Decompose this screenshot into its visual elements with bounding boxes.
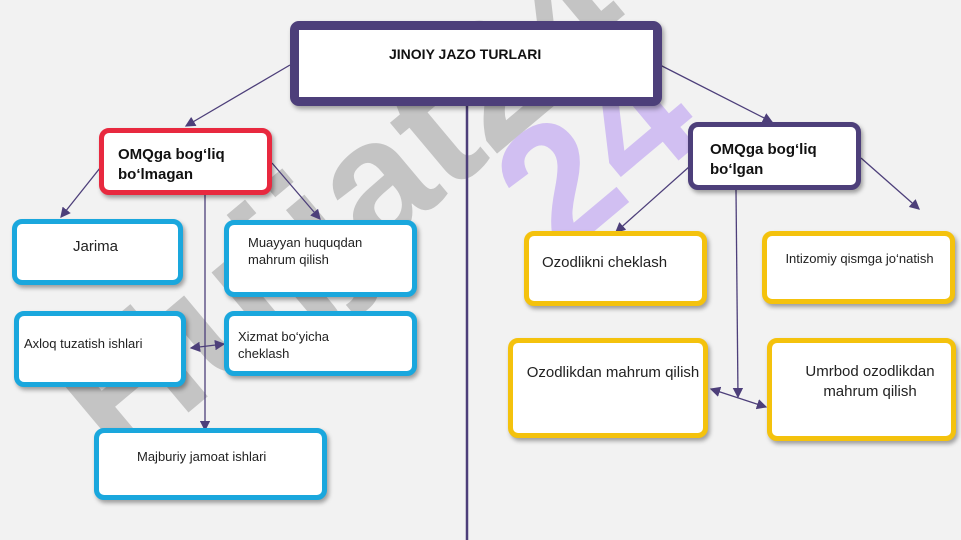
category-omq-label: OMQga bog‘liq bo‘lgan bbox=[710, 141, 817, 178]
item-ozodlikni-cheklash: Ozodlikni cheklash bbox=[524, 231, 707, 306]
item-ozodlikdan-mahrum: Ozodlikdan mahrum qilish bbox=[508, 338, 708, 438]
item-intizomiy-qism-label: Intizomiy qismga jo‘natish bbox=[785, 251, 934, 266]
item-umrbod-mahrum-label: Umrbod ozodlikdan mahrum qilish bbox=[805, 363, 935, 400]
category-omq: OMQga bog‘liq bo‘lgan bbox=[688, 122, 861, 190]
category-not-omq: OMQga bog‘liq bo‘lmagan bbox=[99, 128, 272, 195]
item-jarima: Jarima bbox=[12, 219, 183, 285]
item-xizmat-cheklash-label: Xizmat bo‘yicha cheklash bbox=[238, 329, 330, 361]
item-axloq-tuzatish: Axloq tuzatish ishlari bbox=[14, 311, 186, 387]
category-not-omq-label: OMQga bog‘liq bo‘lmagan bbox=[118, 146, 225, 183]
item-ozodlikni-cheklash-label: Ozodlikni cheklash bbox=[542, 254, 668, 271]
item-jarima-label: Jarima bbox=[73, 238, 119, 255]
item-huquqdan-mahrum-label: Muayyan huquqdan mahrum qilish bbox=[248, 235, 363, 267]
item-ozodlikdan-mahrum-label: Ozodlikdan mahrum qilish bbox=[526, 364, 700, 381]
item-majburiy-jamoat-label: Majburiy jamoat ishlari bbox=[137, 449, 267, 464]
diagram-title: JINOIY JAZO TURLARI bbox=[389, 46, 542, 62]
item-huquqdan-mahrum: Muayyan huquqdan mahrum qilish bbox=[224, 220, 417, 297]
item-axloq-tuzatish-label: Axloq tuzatish ishlari bbox=[24, 336, 143, 351]
item-intizomiy-qism: Intizomiy qismga jo‘natish bbox=[762, 231, 955, 304]
item-umrbod-mahrum: Umrbod ozodlikdan mahrum qilish bbox=[767, 338, 956, 441]
item-xizmat-cheklash: Xizmat bo‘yicha cheklash bbox=[224, 311, 417, 376]
root-title-box: JINOIY JAZO TURLARI bbox=[290, 21, 662, 106]
item-majburiy-jamoat: Majburiy jamoat ishlari bbox=[94, 428, 327, 500]
